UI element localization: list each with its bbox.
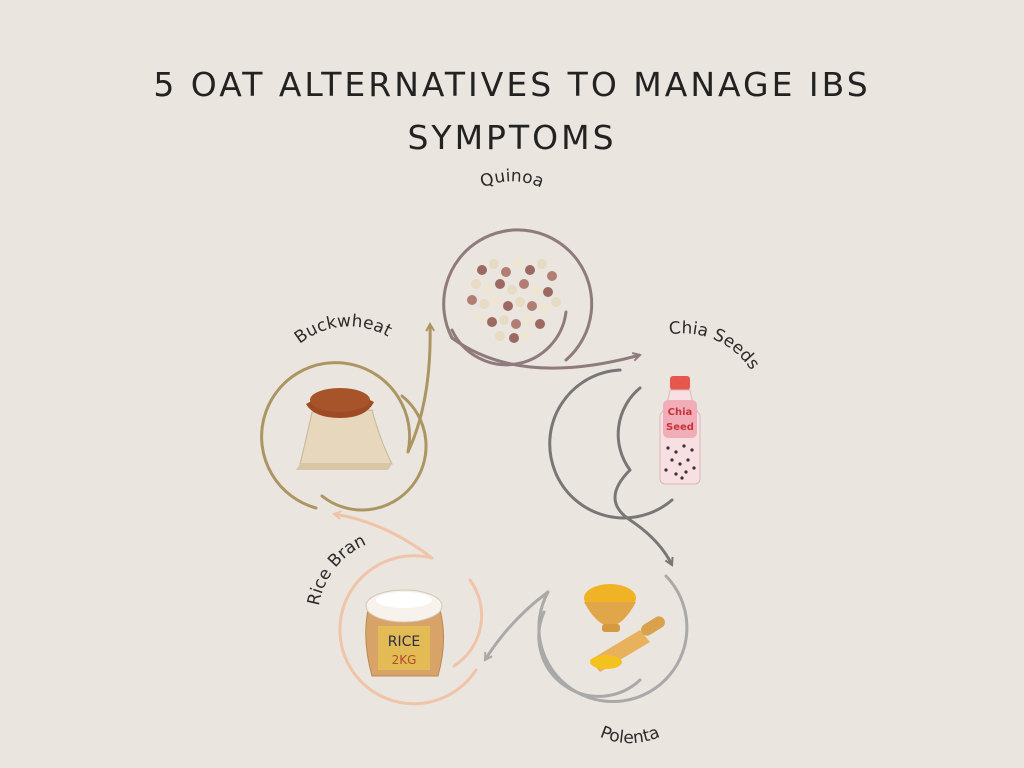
polenta-inner-arc bbox=[537, 610, 642, 698]
arrow-buckwheat-to-quinoa bbox=[406, 324, 430, 453]
chia-seed-bottle-icon: Chia Seed bbox=[659, 376, 701, 485]
buckwheat-sack-icon bbox=[296, 388, 393, 470]
arrow-rice-to-buckwheat bbox=[334, 514, 433, 560]
polenta-bowl-icon bbox=[584, 584, 665, 672]
page-title: 5 OAT ALTERNATIVES TO MANAGE IBS SYMPTOM… bbox=[153, 65, 871, 157]
quinoa-ring bbox=[442, 228, 594, 362]
quinoa-seeds-icon bbox=[467, 257, 561, 343]
rice-bran-node: RICE 2KG Rice Bran bbox=[304, 514, 484, 706]
arrow-chia-to-polenta bbox=[613, 468, 672, 565]
chia-bottle-text-2: Seed bbox=[666, 422, 694, 433]
chia-seeds-node: Chia Seed Chia Seeds bbox=[548, 318, 764, 565]
quinoa-label: Quinoa bbox=[478, 166, 547, 192]
arrow-polenta-to-rice bbox=[483, 590, 549, 660]
buckwheat-label: Buckwheat bbox=[291, 311, 395, 348]
polenta-label: Polenta bbox=[598, 723, 663, 749]
rice-ring bbox=[338, 554, 478, 706]
rice-bran-label: Rice Bran bbox=[304, 531, 369, 608]
quinoa-node: Quinoa bbox=[442, 166, 640, 370]
rice-sack-text-2: 2KG bbox=[392, 653, 417, 667]
rice-inner-arc bbox=[452, 578, 484, 668]
rice-sack-icon: RICE 2KG bbox=[365, 589, 445, 677]
chia-ring bbox=[548, 368, 674, 520]
buckwheat-ring bbox=[260, 361, 412, 510]
chia-seeds-label: Chia Seeds bbox=[668, 318, 764, 373]
rice-sack-text-1: RICE bbox=[388, 634, 420, 650]
quinoa-inner-arc bbox=[450, 310, 568, 367]
polenta-node: Polenta bbox=[483, 574, 689, 749]
arrow-quinoa-to-chia bbox=[451, 336, 640, 370]
buckwheat-node: Buckwheat bbox=[260, 311, 431, 512]
chia-inner-arc bbox=[616, 386, 642, 472]
chia-bottle-text-1: Chia bbox=[668, 407, 693, 418]
